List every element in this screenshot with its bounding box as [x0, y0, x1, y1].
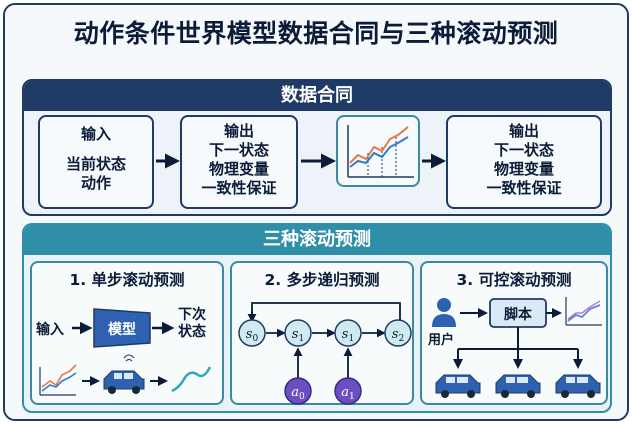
controllable-title: 3. 可控滚动预测	[456, 271, 572, 289]
rollout-header: 三种滚动预测	[24, 225, 610, 255]
controllable-diagram	[432, 297, 602, 398]
input-box-line: 当前状态	[65, 155, 126, 173]
multi-step-panel: 2. 多步递归预测 s0 s1 s1 s2 a0	[230, 261, 414, 405]
mini-chart-icon	[39, 364, 77, 396]
single-step-panel: 1. 单步滚动预测 输入 下次 状态	[30, 261, 224, 405]
data-contract-section: 数据合同 输入 当前状态 动作 输出 下一状态 物理变量 一致性保证 输出 下一…	[22, 79, 612, 216]
car-icon	[555, 374, 601, 398]
wave-icon	[171, 366, 212, 393]
output-box-line: 一致性保证	[201, 179, 277, 197]
output-box-line: 下一状态	[208, 141, 269, 159]
output-box-line: 物理变量	[208, 160, 269, 178]
mini-chart-icon	[565, 297, 602, 326]
output-box: 输出 下一状态 物理变量 一致性保证	[180, 115, 298, 209]
single-step-diagram	[39, 308, 212, 396]
arrows-row	[156, 153, 446, 169]
next-state-line: 状态	[178, 324, 206, 340]
model-label: 模型	[108, 322, 136, 338]
state-node	[384, 319, 412, 347]
line-chart-icon	[347, 125, 414, 178]
state-node	[334, 319, 362, 347]
output-box-title: 输出	[223, 122, 254, 140]
next-state-label: 下次 状态	[178, 307, 206, 341]
input-box-line: 动作	[80, 174, 111, 192]
input-box-title: 输入	[80, 125, 111, 143]
action-node	[334, 377, 362, 405]
output-box-2: 输出 下一状态 物理变量 一致性保证	[446, 115, 602, 209]
recursion-loop	[251, 302, 401, 320]
input-label: 输入	[36, 322, 64, 338]
user-icon	[432, 298, 456, 327]
car-icon	[103, 354, 145, 394]
multi-step-diagram: s0 s1 s1 s2 a0 a1	[238, 302, 412, 405]
car-icon	[435, 374, 481, 398]
user-label: 用户	[428, 333, 455, 348]
state-node	[284, 319, 312, 347]
state-node	[238, 319, 266, 347]
action-node	[284, 377, 312, 405]
model-block	[93, 308, 151, 348]
output-box-2-line: 一致性保证	[486, 179, 562, 197]
output-box-2-line: 下一状态	[493, 141, 554, 159]
multi-step-title: 2. 多步递归预测	[264, 271, 380, 289]
output-box-2-line: 物理变量	[493, 160, 554, 178]
main-title: 动作条件世界模型数据合同与三种滚动预测	[73, 19, 559, 48]
chart-box	[336, 115, 420, 187]
input-box: 输入 当前状态 动作	[38, 115, 154, 209]
output-box-2-title: 输出	[508, 122, 539, 140]
script-label: 脚本	[504, 307, 532, 323]
rollout-section: 三种滚动预测 1. 单步滚动预测 输入 下次 状态	[22, 223, 612, 413]
controllable-panel: 3. 可控滚动预测	[420, 261, 608, 405]
single-step-title: 1. 单步滚动预测	[69, 271, 185, 289]
data-contract-header: 数据合同	[24, 81, 610, 111]
next-state-line: 下次	[178, 307, 206, 323]
car-icon	[495, 374, 541, 398]
